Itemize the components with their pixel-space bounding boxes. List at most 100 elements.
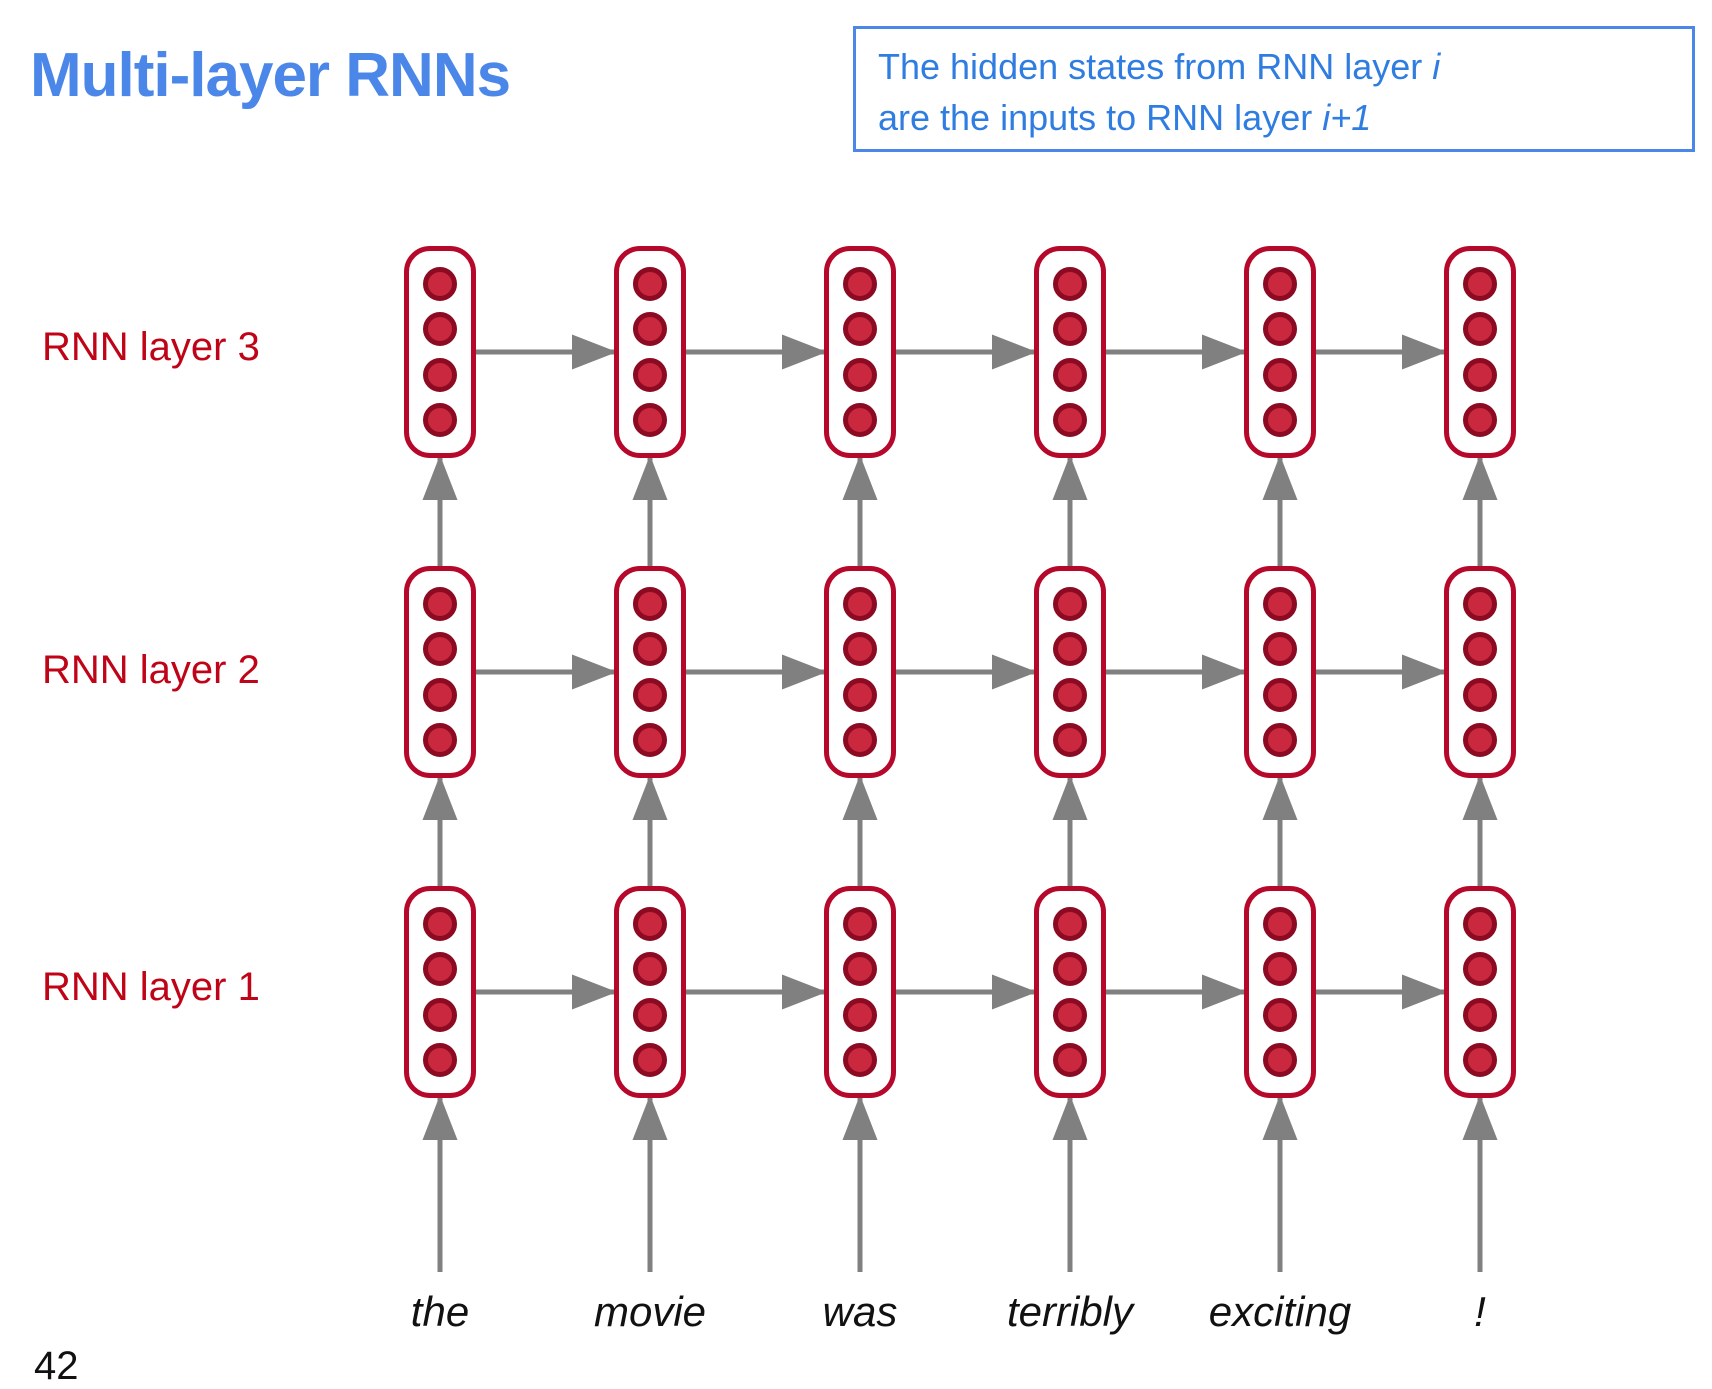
hidden-unit-circle: [1263, 403, 1297, 438]
hidden-unit-circle: [423, 632, 457, 667]
rnn-cell-rnn-layer-3-t4: [1034, 246, 1106, 458]
hidden-unit-circle: [843, 997, 877, 1032]
callout-line-2-variable: i+1: [1322, 97, 1372, 138]
rnn-cell-rnn-layer-3-t1: [404, 246, 476, 458]
hidden-unit-circle: [1053, 723, 1087, 758]
hidden-unit-circle: [423, 586, 457, 621]
hidden-unit-circle: [1263, 632, 1297, 667]
hidden-unit-circle: [633, 403, 667, 438]
hidden-unit-circle: [423, 723, 457, 758]
hidden-unit-circle: [843, 357, 877, 392]
hidden-unit-circle: [843, 586, 877, 621]
hidden-unit-circle: [633, 312, 667, 347]
callout-line-2-text: are the inputs to RNN layer: [878, 97, 1323, 138]
hidden-unit-circle: [423, 997, 457, 1032]
hidden-unit-circle: [633, 357, 667, 392]
hidden-unit-circle: [843, 906, 877, 941]
hidden-unit-circle: [1463, 632, 1497, 667]
callout-box: The hidden states from RNN layer i are t…: [853, 26, 1695, 152]
hidden-unit-circle: [1463, 403, 1497, 438]
hidden-unit-circle: [633, 723, 667, 758]
hidden-unit-circle: [423, 952, 457, 987]
hidden-unit-circle: [1263, 723, 1297, 758]
hidden-unit-circle: [1463, 677, 1497, 712]
hidden-unit-circle: [1263, 906, 1297, 941]
rnn-cell-rnn-layer-2-t2: [614, 566, 686, 778]
layer-label-rnn-layer-3: RNN layer 3: [42, 325, 260, 369]
hidden-unit-circle: [633, 1043, 667, 1078]
hidden-unit-circle: [843, 723, 877, 758]
hidden-unit-circle: [1463, 997, 1497, 1032]
input-word-t1: the: [410, 1288, 470, 1335]
input-word-t4: terribly: [1006, 1288, 1134, 1335]
hidden-unit-circle: [1463, 357, 1497, 392]
callout-line-1: The hidden states from RNN layer i: [878, 46, 1440, 88]
hidden-unit-circle: [633, 906, 667, 941]
hidden-unit-circle: [1263, 266, 1297, 301]
hidden-unit-circle: [423, 677, 457, 712]
hidden-unit-circle: [1463, 1043, 1497, 1078]
rnn-cell-rnn-layer-1-t3: [824, 886, 896, 1098]
hidden-unit-circle: [633, 586, 667, 621]
rnn-cell-rnn-layer-3-t2: [614, 246, 686, 458]
hidden-unit-circle: [1263, 1043, 1297, 1078]
hidden-unit-circle: [843, 1043, 877, 1078]
rnn-cell-rnn-layer-2-t3: [824, 566, 896, 778]
hidden-unit-circle: [843, 312, 877, 347]
hidden-unit-circle: [1053, 357, 1087, 392]
hidden-unit-circle: [633, 632, 667, 667]
rnn-cell-rnn-layer-3-t3: [824, 246, 896, 458]
hidden-unit-circle: [633, 266, 667, 301]
input-word-t6: !: [1474, 1288, 1486, 1335]
hidden-unit-circle: [1463, 312, 1497, 347]
hidden-unit-circle: [843, 952, 877, 987]
hidden-unit-circle: [1053, 586, 1087, 621]
hidden-unit-circle: [423, 312, 457, 347]
hidden-unit-circle: [1053, 1043, 1087, 1078]
hidden-unit-circle: [1263, 997, 1297, 1032]
hidden-unit-circle: [1053, 952, 1087, 987]
hidden-unit-circle: [633, 677, 667, 712]
hidden-unit-circle: [423, 266, 457, 301]
callout-line-2: are the inputs to RNN layer i+1: [878, 97, 1371, 139]
hidden-unit-circle: [1463, 952, 1497, 987]
rnn-cell-rnn-layer-2-t5: [1244, 566, 1316, 778]
hidden-unit-circle: [423, 403, 457, 438]
callout-line-1-variable: i: [1432, 46, 1441, 87]
hidden-unit-circle: [423, 906, 457, 941]
hidden-unit-circle: [1463, 723, 1497, 758]
hidden-unit-circle: [1053, 632, 1087, 667]
callout-line-1-text: The hidden states from RNN layer: [878, 46, 1433, 87]
hidden-unit-circle: [1263, 357, 1297, 392]
hidden-unit-circle: [1053, 906, 1087, 941]
layer-label-rnn-layer-2: RNN layer 2: [42, 648, 260, 692]
rnn-cell-rnn-layer-1-t4: [1034, 886, 1106, 1098]
rnn-cell-rnn-layer-2-t1: [404, 566, 476, 778]
input-word-t5: exciting: [1208, 1288, 1352, 1335]
hidden-unit-circle: [633, 952, 667, 987]
hidden-unit-circle: [423, 357, 457, 392]
hidden-unit-circle: [633, 997, 667, 1032]
hidden-unit-circle: [1053, 403, 1087, 438]
hidden-unit-circle: [1463, 586, 1497, 621]
hidden-unit-circle: [1263, 586, 1297, 621]
hidden-unit-circle: [1053, 266, 1087, 301]
hidden-unit-circle: [843, 266, 877, 301]
input-word-t3: was: [822, 1288, 898, 1335]
rnn-cell-rnn-layer-2-t4: [1034, 566, 1106, 778]
hidden-unit-circle: [1053, 677, 1087, 712]
hidden-unit-circle: [1263, 952, 1297, 987]
hidden-unit-circle: [1263, 677, 1297, 712]
rnn-cell-rnn-layer-3-t5: [1244, 246, 1316, 458]
rnn-cell-rnn-layer-2-t6: [1444, 566, 1516, 778]
hidden-unit-circle: [1463, 266, 1497, 301]
hidden-unit-circle: [1263, 312, 1297, 347]
rnn-cell-rnn-layer-1-t6: [1444, 886, 1516, 1098]
hidden-unit-circle: [1053, 997, 1087, 1032]
layer-label-rnn-layer-1: RNN layer 1: [42, 965, 260, 1009]
input-word-t2: movie: [593, 1288, 707, 1335]
rnn-cell-rnn-layer-3-t6: [1444, 246, 1516, 458]
hidden-unit-circle: [843, 403, 877, 438]
hidden-unit-circle: [843, 632, 877, 667]
